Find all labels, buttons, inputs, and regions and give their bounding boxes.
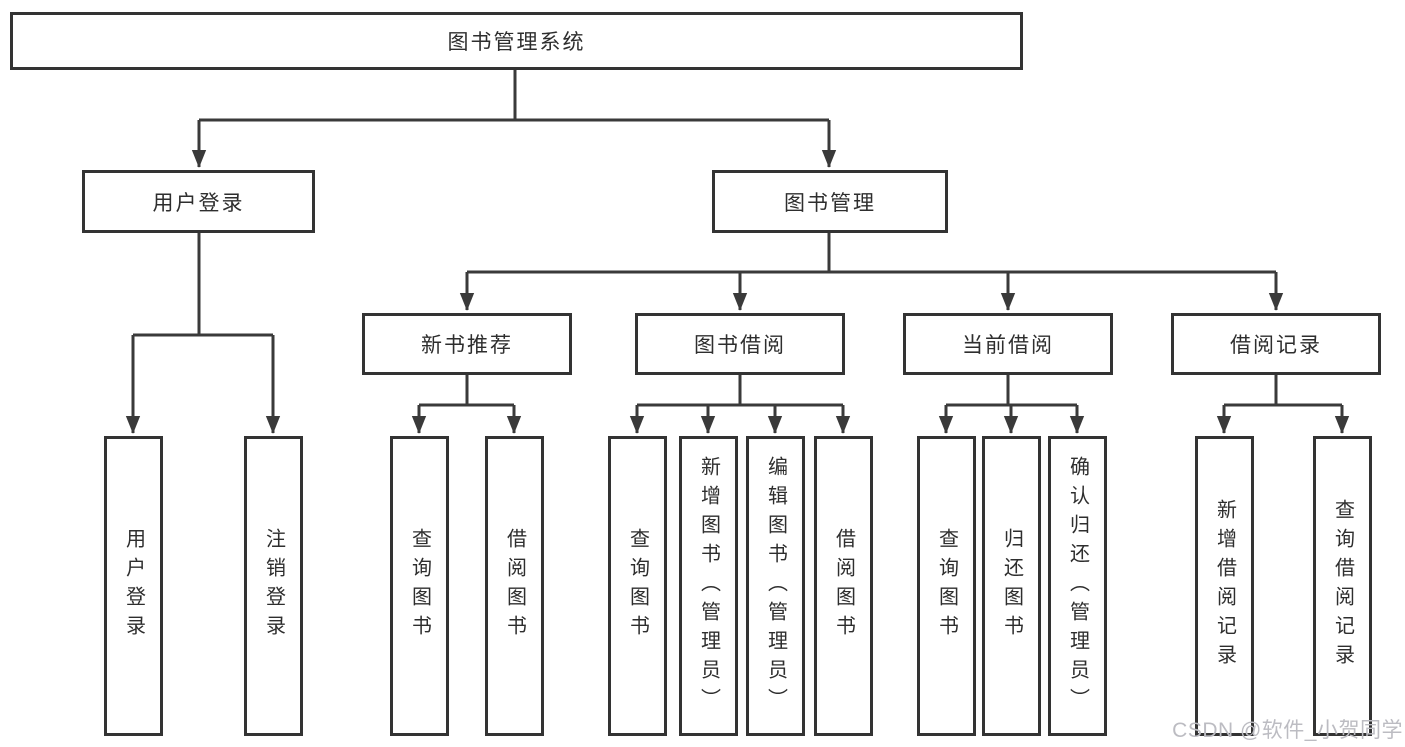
node-new-book-recommend-label: 新书推荐: [421, 334, 513, 357]
node-borrowing-records: 借阅记录: [1171, 313, 1381, 375]
leaf-confirm-return-admin: 确认归还（管理员）: [1048, 436, 1107, 736]
leaf-add-borrow-record-label: 新增借阅记录: [1213, 499, 1236, 673]
node-user-login-label: 用户登录: [152, 191, 245, 215]
leaf-return-books: 归还图书: [982, 436, 1041, 736]
leaf-logout: 注销登录: [244, 436, 303, 736]
leaf-edit-book-admin: 编辑图书（管理员）: [746, 436, 805, 736]
leaf-query-books-recommend: 查询图书: [390, 436, 449, 736]
leaf-borrow-books-recommend: 借阅图书: [485, 436, 544, 736]
leaf-query-books-recommend-label: 查询图书: [408, 528, 431, 644]
leaf-query-borrow-record-label: 查询借阅记录: [1331, 499, 1354, 673]
leaf-add-book-admin: 新增图书（管理员）: [679, 436, 738, 736]
leaf-query-books-borrowing-label: 查询图书: [626, 528, 649, 644]
watermark: CSDN @软件_小贺同学: [1172, 719, 1403, 742]
node-current-borrowing-label: 当前借阅: [962, 334, 1054, 357]
node-new-book-recommend: 新书推荐: [362, 313, 572, 375]
leaf-query-borrow-record: 查询借阅记录: [1313, 436, 1372, 736]
leaf-borrow-books-label: 借阅图书: [832, 528, 855, 644]
leaf-user-login-label: 用户登录: [122, 528, 145, 644]
node-current-borrowing: 当前借阅: [903, 313, 1113, 375]
leaf-edit-book-admin-label: 编辑图书（管理员）: [764, 455, 787, 717]
leaf-borrow-books-recommend-label: 借阅图书: [503, 528, 526, 644]
node-book-management-label: 图书管理: [784, 191, 876, 215]
node-root: 图书管理系统: [10, 12, 1023, 70]
leaf-query-books-current: 查询图书: [917, 436, 976, 736]
leaf-user-login: 用户登录: [104, 436, 163, 736]
leaf-logout-label: 注销登录: [262, 528, 285, 644]
node-book-borrowing: 图书借阅: [635, 313, 845, 375]
node-user-login: 用户登录: [82, 170, 315, 233]
leaf-return-books-label: 归还图书: [1000, 528, 1023, 644]
leaf-query-books-borrowing: 查询图书: [608, 436, 667, 736]
node-borrowing-records-label: 借阅记录: [1230, 334, 1322, 357]
node-root-label: 图书管理系统: [447, 31, 586, 54]
node-book-borrowing-label: 图书借阅: [694, 334, 786, 357]
leaf-add-book-admin-label: 新增图书（管理员）: [697, 455, 720, 717]
node-book-management: 图书管理: [712, 170, 948, 233]
leaf-confirm-return-admin-label: 确认归还（管理员）: [1066, 455, 1089, 717]
leaf-query-books-current-label: 查询图书: [935, 528, 958, 644]
leaf-add-borrow-record: 新增借阅记录: [1195, 436, 1254, 736]
leaf-borrow-books: 借阅图书: [814, 436, 873, 736]
